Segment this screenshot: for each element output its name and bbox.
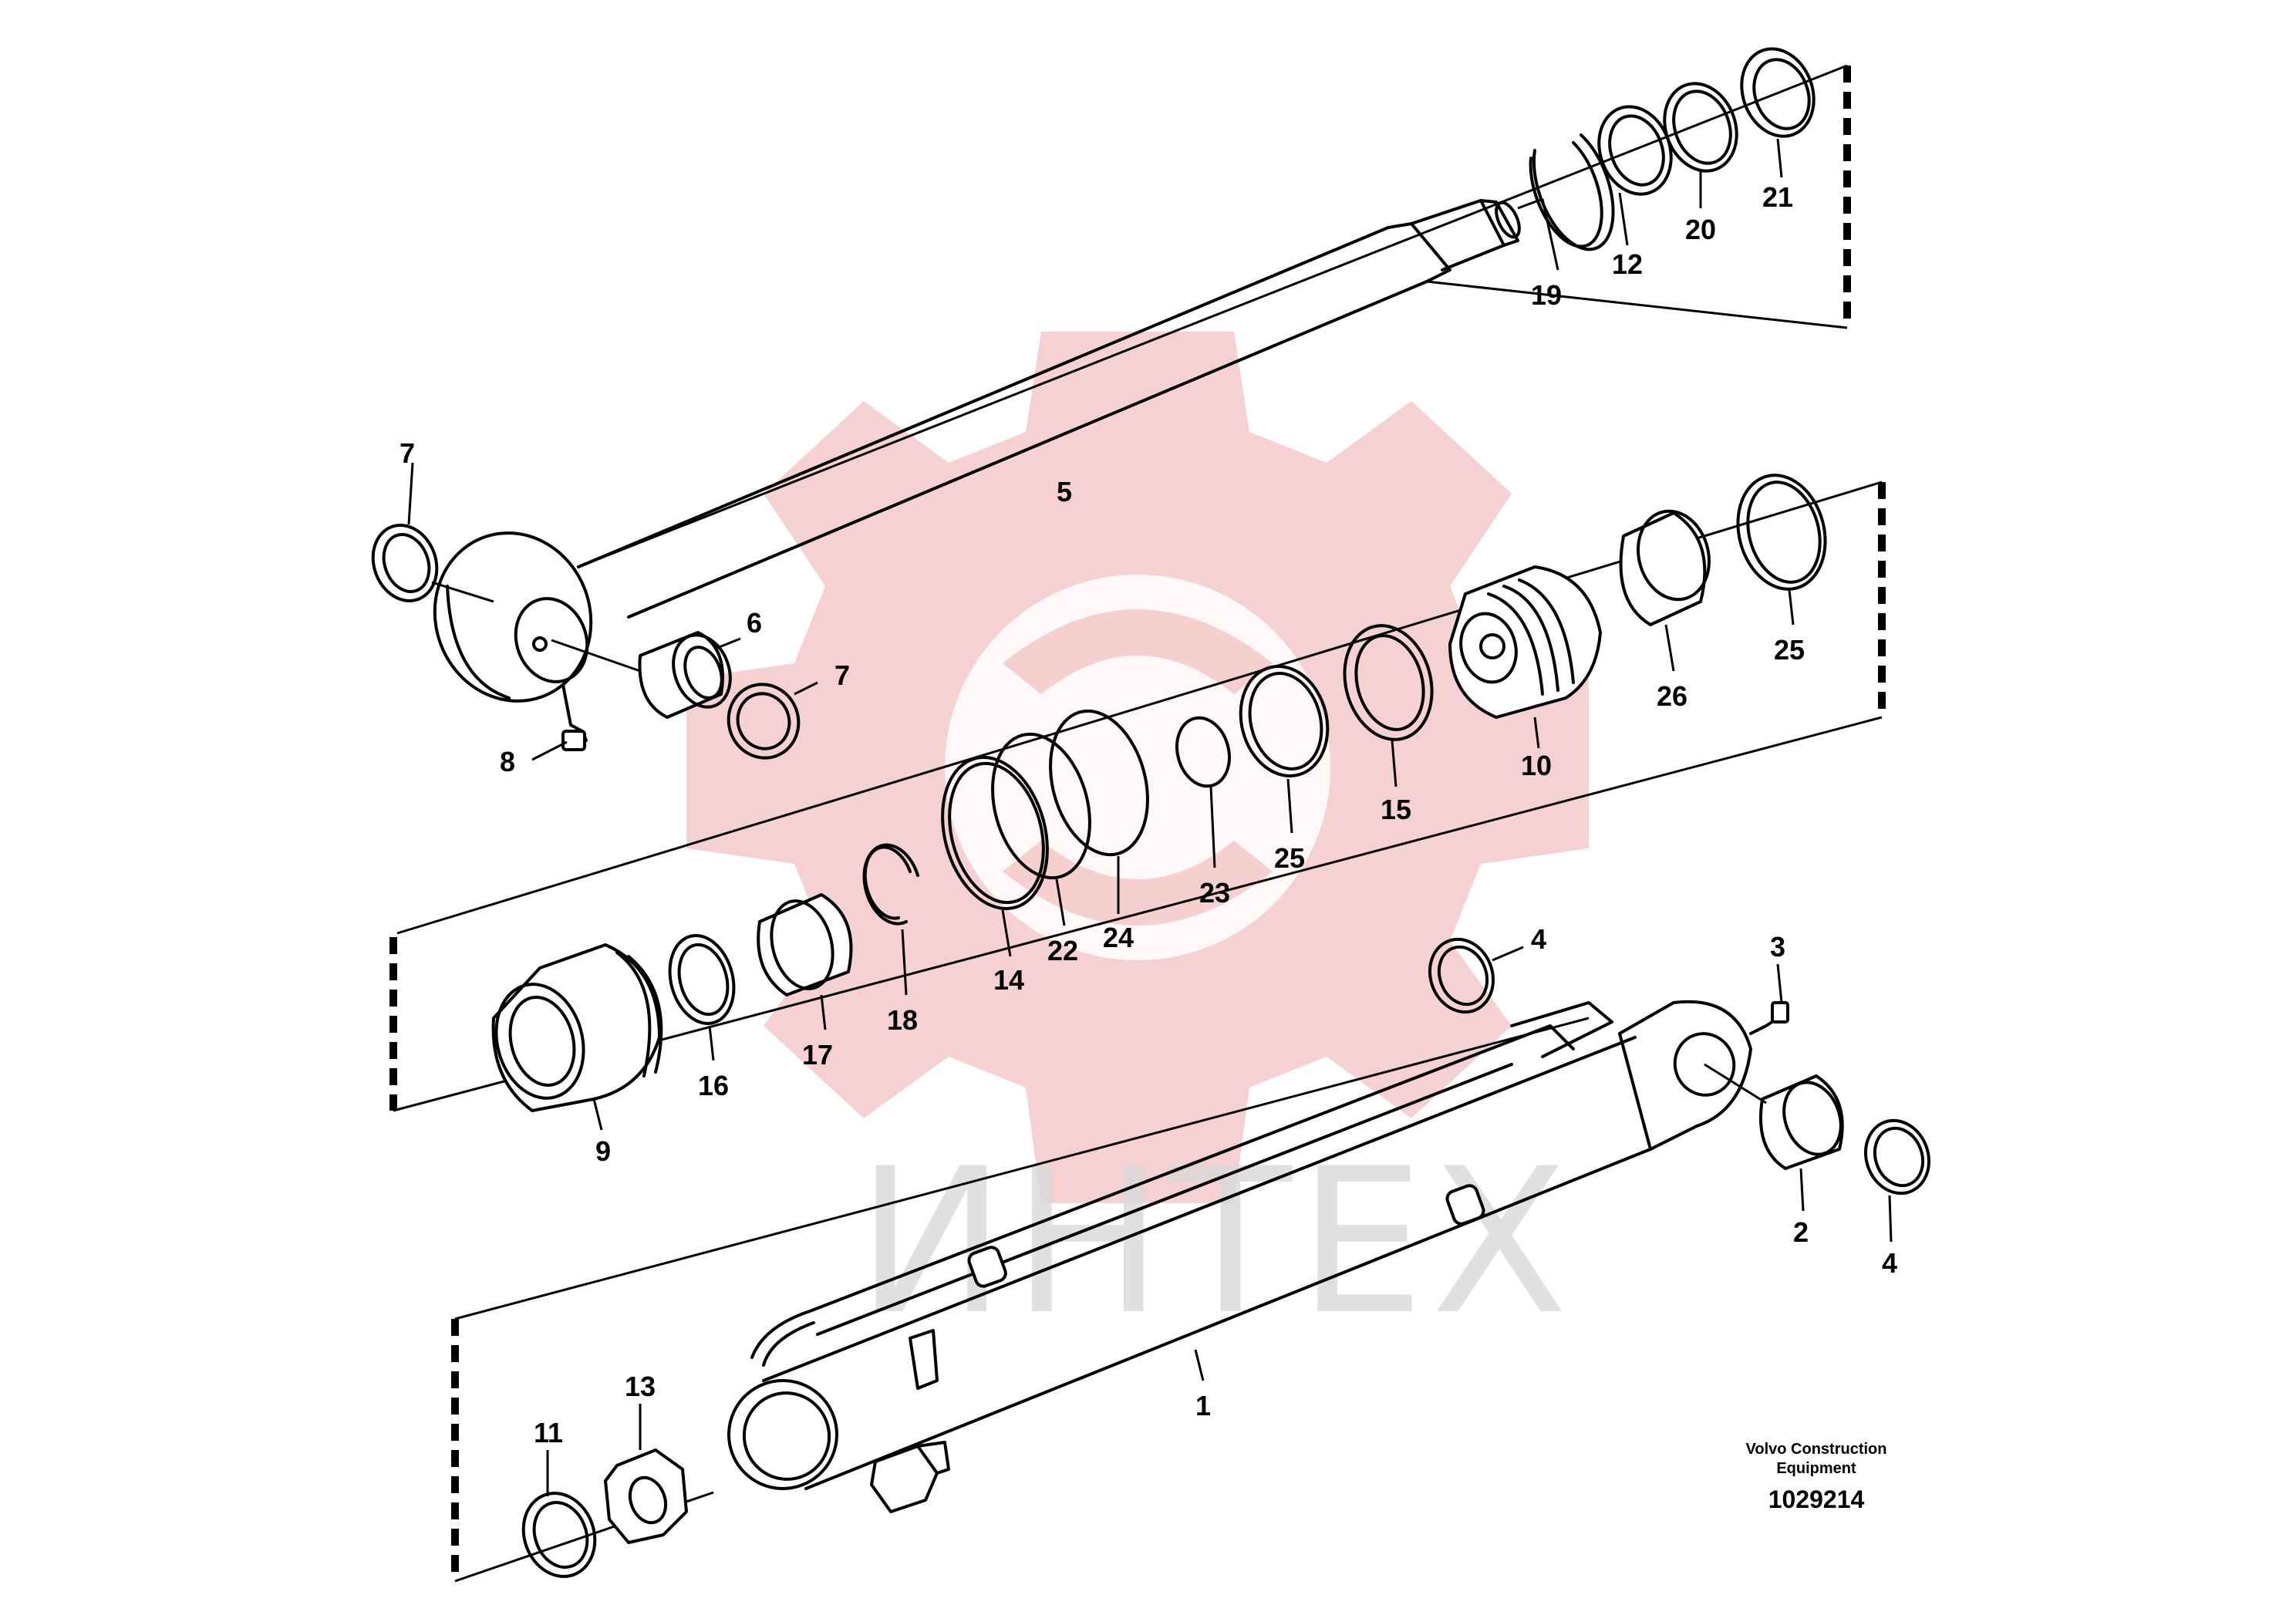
drawing-number: 1029214: [1768, 1485, 1865, 1513]
seal-ring-21: [1740, 47, 1816, 178]
brand-line-1: Volvo Construction: [1746, 1441, 1887, 1458]
seal-ring-20: [1663, 82, 1738, 208]
callout-19: 19: [1531, 279, 1562, 311]
seal-ring-11: [521, 1450, 597, 1578]
seal-ring-14: [941, 755, 1049, 957]
lock-nut-13: [604, 1404, 688, 1544]
seal-ring-24: [1049, 709, 1149, 914]
callout-14: 14: [993, 964, 1024, 996]
callout-2: 2: [1793, 1216, 1809, 1248]
callout-20: 20: [1685, 214, 1716, 245]
seal-ring-4-bottom: [1863, 1118, 1931, 1243]
callout-23: 23: [1199, 877, 1230, 909]
seal-ring-7-left: [371, 462, 494, 603]
seal-ring-22: [991, 732, 1091, 926]
snap-ring-18: [862, 843, 919, 996]
callout-4-bottom: 4: [1882, 1247, 1897, 1279]
callout-21: 21: [1762, 181, 1793, 213]
seal-ring-4-top: [1428, 937, 1524, 1014]
piston-10: [1448, 565, 1602, 749]
callout-13: 13: [625, 1371, 656, 1402]
bushing-6: [551, 631, 741, 719]
callout-7-right: 7: [834, 659, 850, 691]
seal-ring-16: [668, 934, 736, 1061]
cylinder-tube-1: [727, 1000, 1752, 1513]
callout-4-top: 4: [1531, 923, 1546, 955]
watermark-text: ИНТЕХ: [856, 1126, 1574, 1359]
section-line-lower-top: [454, 1017, 1590, 1320]
brand-block: Volvo Construction Equipment 1029214: [1746, 1441, 1887, 1513]
break-lines: [389, 66, 1886, 1581]
callout-labels: 7 5 6 7 8 19 12 20 21 25 26 10 15 25 23 …: [400, 181, 1897, 1448]
callout-12: 12: [1612, 248, 1643, 280]
bushing-2: [1704, 1063, 1844, 1212]
callout-26: 26: [1657, 680, 1687, 712]
callout-3: 3: [1770, 931, 1785, 963]
callout-6: 6: [747, 607, 762, 639]
callout-5: 5: [1057, 476, 1072, 508]
bushing-17: [757, 893, 853, 1030]
callout-16: 16: [698, 1070, 729, 1101]
piston-rod-part: [577, 64, 1848, 619]
cylinder-head-9: [491, 943, 663, 1131]
rod-eye-part: [433, 531, 593, 751]
retaining-ring-19: [1529, 133, 1615, 271]
grease-nipple-3: [1749, 963, 1789, 1035]
callout-1: 1: [1195, 1390, 1211, 1421]
callout-25-middle: 25: [1274, 842, 1305, 874]
callout-24: 24: [1103, 922, 1134, 953]
wear-ring-26: [1619, 509, 1711, 672]
seal-ring-25-right: [1736, 474, 1827, 626]
callout-17: 17: [802, 1039, 833, 1071]
watermark-gear-logo: [686, 332, 1589, 1203]
seal-ring-15: [1343, 624, 1434, 787]
callout-22: 22: [1047, 935, 1078, 966]
callout-8: 8: [500, 746, 515, 777]
seal-ring-25-middle: [1239, 665, 1330, 834]
callout-11: 11: [534, 1417, 563, 1448]
callout-9: 9: [595, 1135, 611, 1167]
callout-10: 10: [1521, 750, 1552, 781]
brand-line-2: Equipment: [1776, 1460, 1856, 1477]
callout-18: 18: [887, 1004, 918, 1036]
callout-15: 15: [1381, 794, 1411, 825]
callout-7-left: 7: [400, 437, 415, 469]
callout-25-right: 25: [1774, 634, 1805, 666]
o-ring-23: [1175, 716, 1231, 868]
seal-ring-7-right: [727, 681, 818, 760]
